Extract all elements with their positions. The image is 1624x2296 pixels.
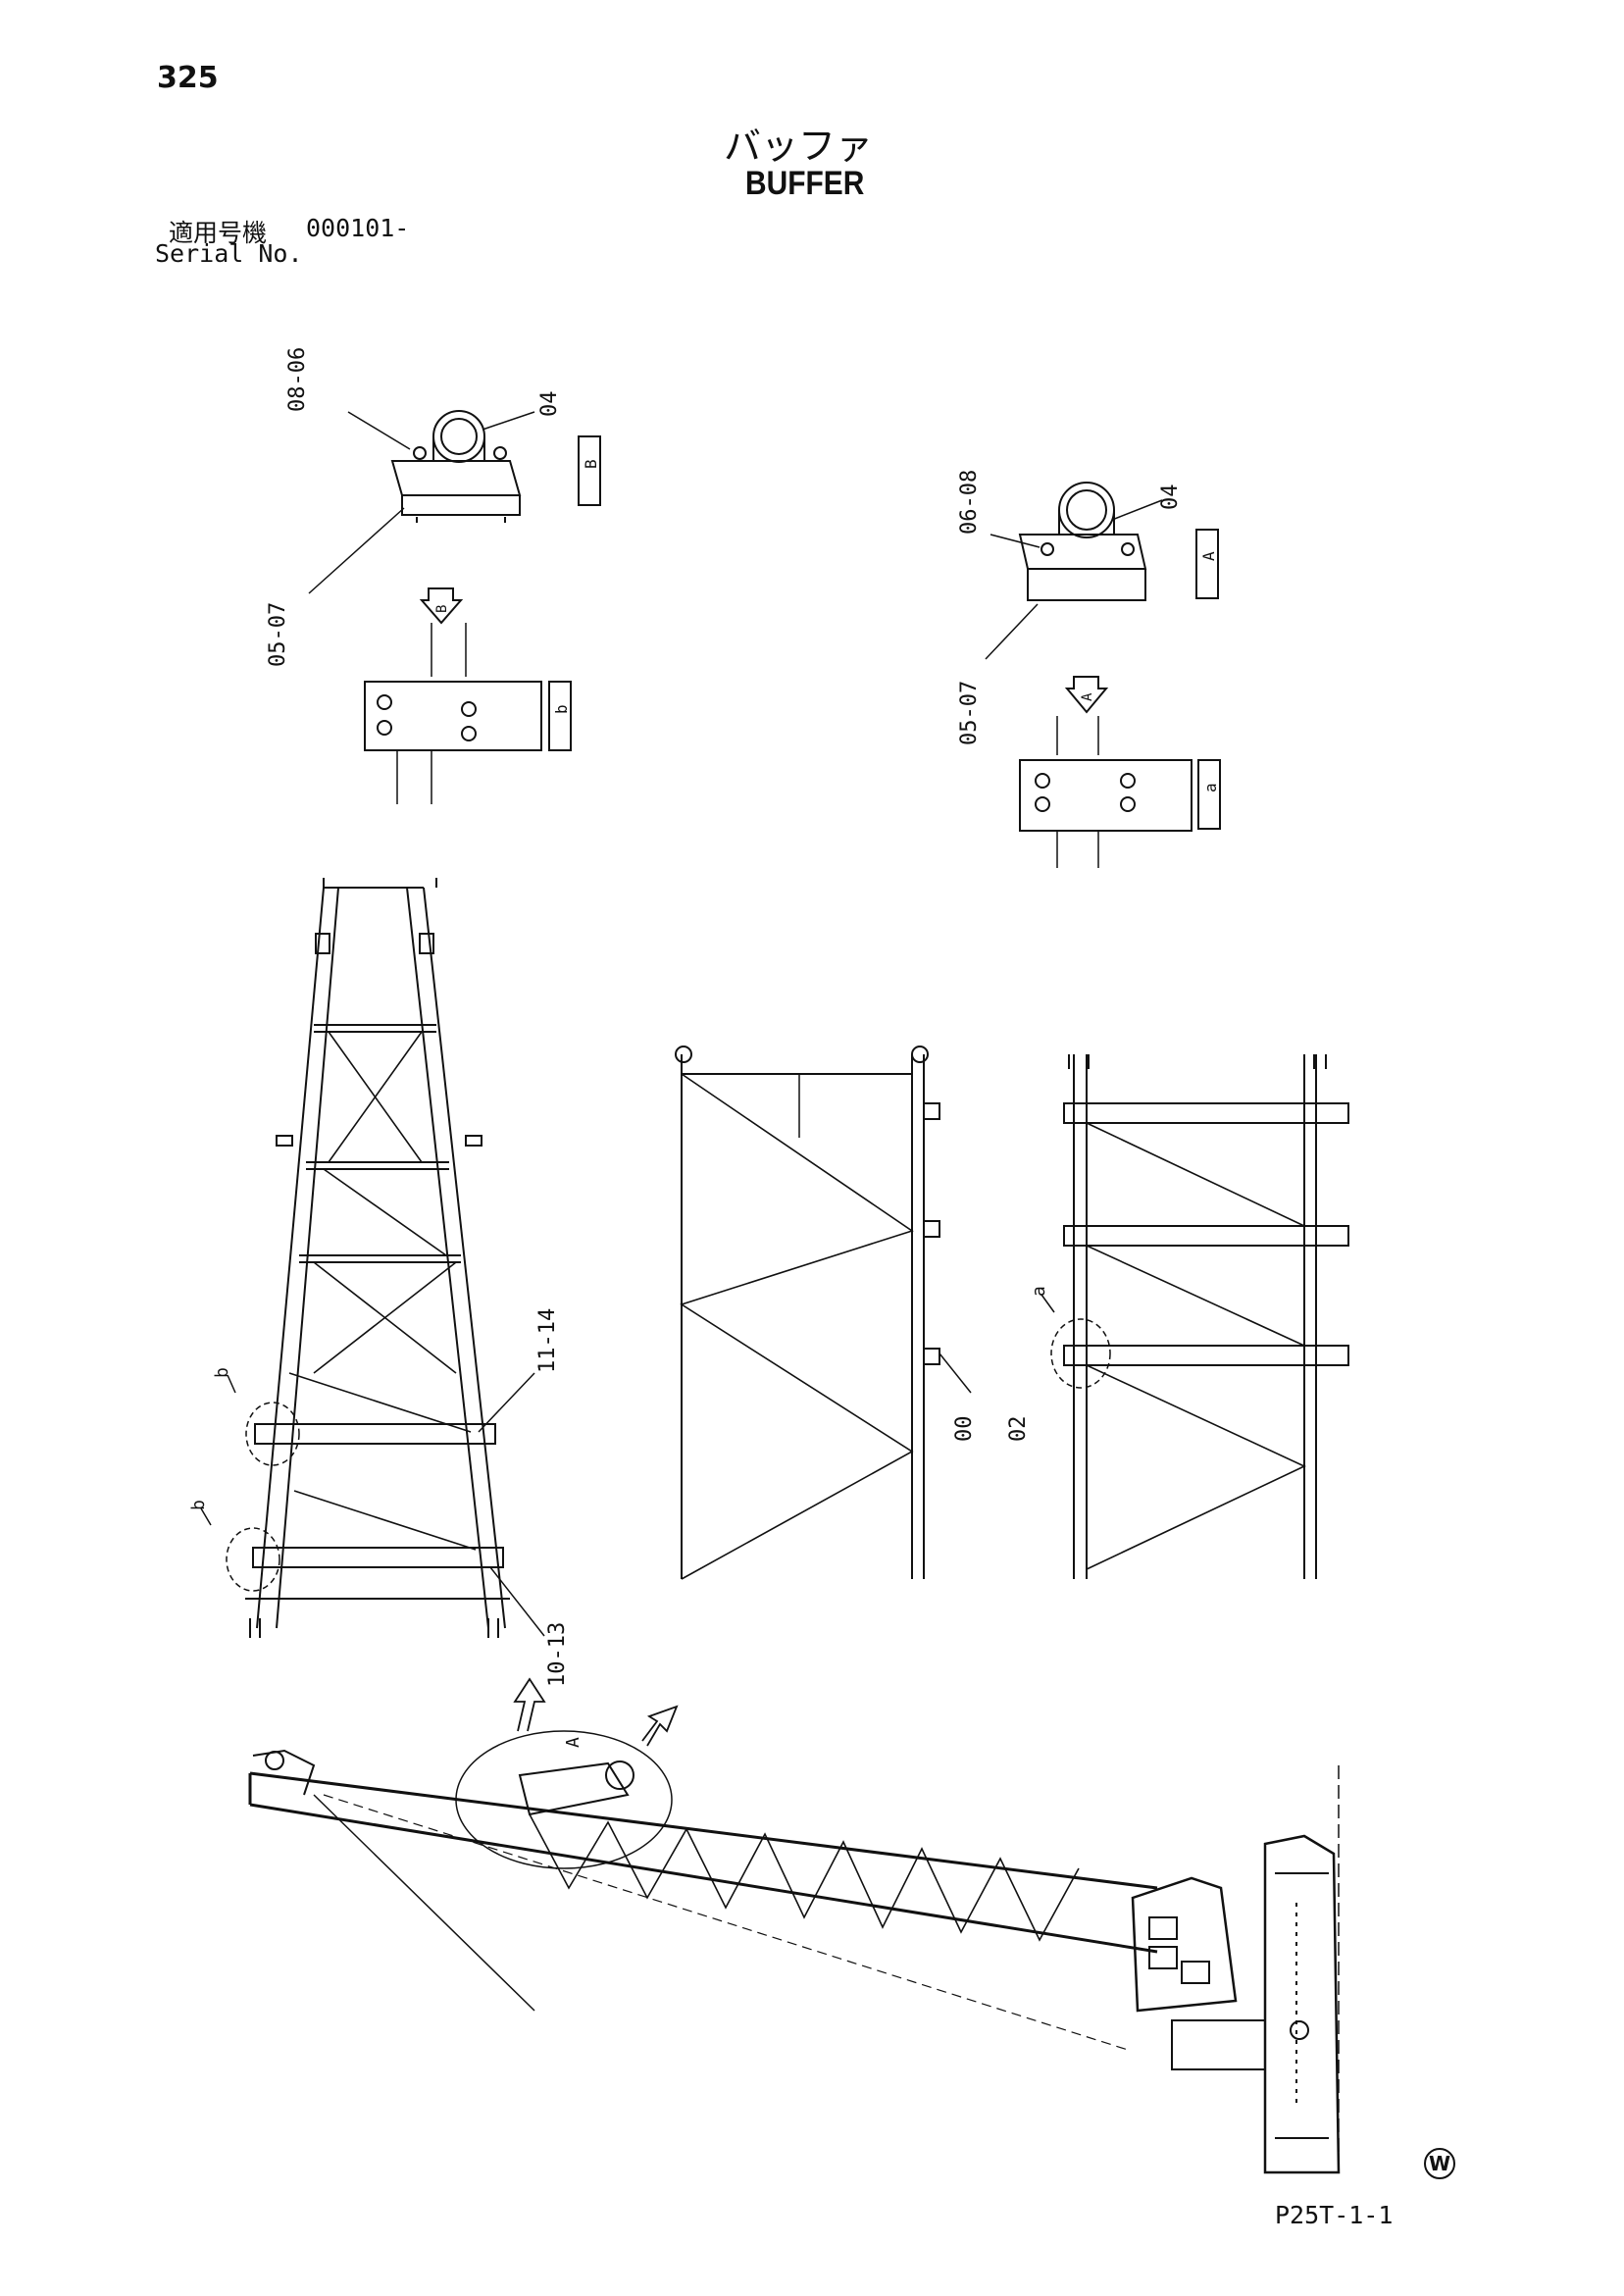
callout-view-b-side: 04 — [537, 391, 562, 418]
view-tag-a: A — [1199, 551, 1218, 561]
callout-mid-right-2: 02 — [1006, 1416, 1031, 1443]
detail-tag-b: b — [552, 704, 571, 714]
arrow-tag-a: A — [1080, 692, 1095, 701]
circle-tag-a: a — [1029, 1286, 1049, 1297]
callout-view-b-top: 08-06 — [285, 347, 310, 412]
view-a-detail — [985, 482, 1221, 868]
serial-label-japanese: 適用号機 — [169, 219, 268, 247]
boom-front-view — [1040, 1054, 1349, 1579]
arrow-tag-b: B — [434, 605, 450, 613]
callout-labels: 08-06 04 05-07 06-08 04 05-07 11-14 10-1… — [188, 347, 1220, 1748]
callout-view-a-side: 04 — [1158, 485, 1183, 511]
view-b-detail — [308, 410, 601, 804]
boom-side-view — [675, 1046, 972, 1580]
page-title-japanese: バッファ — [724, 125, 874, 168]
callout-mid-lower: 10-13 — [545, 1622, 570, 1687]
callout-view-b-bottom: 05-07 — [266, 602, 290, 667]
boom-circle-tag-a: A — [563, 1737, 584, 1748]
boom-tapered-view — [200, 878, 545, 1638]
page-number: 325 — [157, 61, 219, 95]
document-code: P25T-1-1 — [1275, 2201, 1394, 2229]
crane-overview — [248, 1677, 1341, 2177]
callout-mid-upper: 11-14 — [535, 1308, 560, 1373]
callout-view-a-bottom: 05-07 — [957, 681, 982, 745]
watermark-w: W — [1424, 2148, 1455, 2179]
view-tag-b: B — [582, 459, 600, 469]
serial-number-value: 000101- — [306, 214, 410, 242]
page-title: BUFFER — [745, 165, 865, 202]
callout-mid-right-1: 00 — [952, 1416, 977, 1443]
serial-label: Serial No. — [155, 239, 303, 268]
callout-view-a-top: 06-08 — [957, 470, 982, 535]
circle-tag-b-lower: b — [188, 1500, 209, 1510]
circle-tag-b-upper: b — [212, 1367, 232, 1378]
detail-tag-a: a — [1201, 783, 1220, 792]
